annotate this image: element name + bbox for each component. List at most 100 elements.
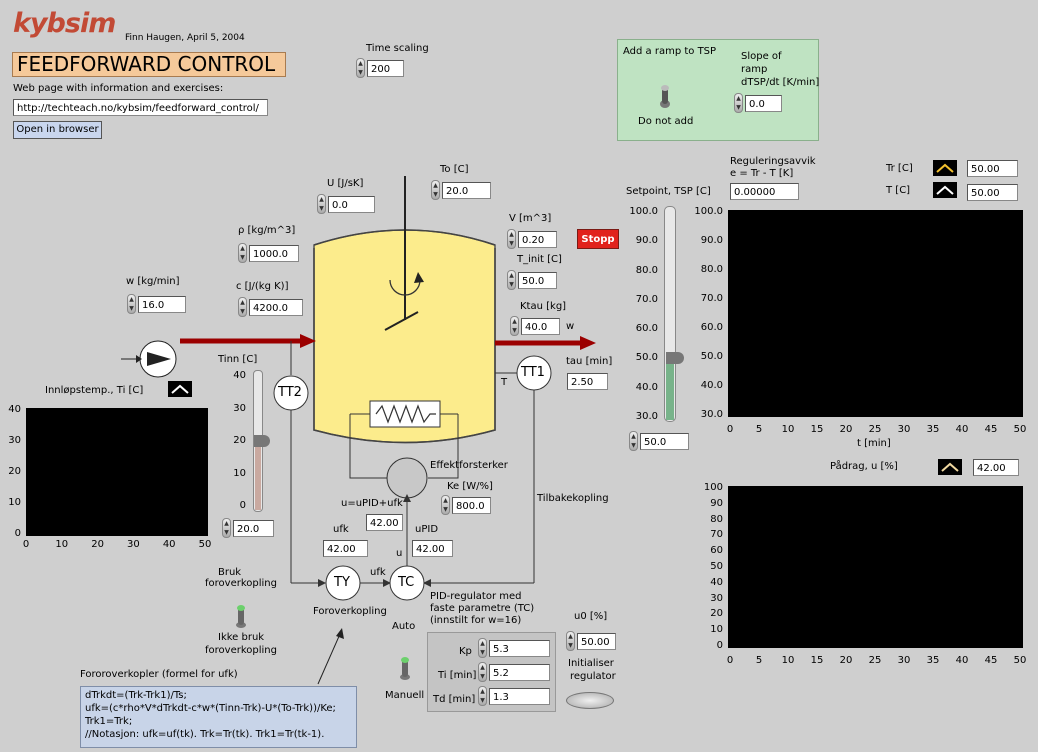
rho-spinner[interactable]: ▲▼ bbox=[238, 243, 247, 263]
x-tick-label: 10 bbox=[781, 655, 795, 666]
Kp-field[interactable]: 5.3 bbox=[489, 640, 550, 657]
u0-spinner[interactable]: ▲▼ bbox=[566, 631, 575, 651]
stop-button[interactable]: Stopp bbox=[577, 229, 619, 249]
tt1-label: TT1 bbox=[521, 365, 545, 380]
Tinn-field[interactable]: 20.0 bbox=[233, 520, 274, 537]
y-tick-label: 30.0 bbox=[635, 411, 658, 422]
y-tick-label: 80.0 bbox=[635, 264, 658, 276]
Ke-field[interactable]: 800.0 bbox=[452, 497, 491, 514]
Ti-spinner[interactable]: ▲▼ bbox=[478, 662, 487, 682]
effektforsterker-label: Effektforsterker bbox=[430, 460, 508, 471]
init-label-2: regulator bbox=[570, 671, 616, 682]
x-tick-label: 35 bbox=[926, 424, 940, 435]
V-spinner[interactable]: ▲▼ bbox=[507, 229, 516, 249]
slope-label-1: Slope of bbox=[741, 51, 782, 62]
ramp-switch-label: Do not add bbox=[638, 116, 694, 127]
time-scaling-field[interactable]: 200 bbox=[367, 60, 404, 77]
setpoint-slider-fill bbox=[666, 358, 674, 420]
y-tick-label: 10 bbox=[8, 497, 21, 508]
auto-manual-toggle-switch[interactable] bbox=[399, 655, 410, 680]
u-field: 42.00 bbox=[973, 459, 1019, 476]
y-tick-label: 40.0 bbox=[635, 381, 658, 393]
code-line: //Notasjon: ufk=uf(tk). Trk=Tr(tk). Trk1… bbox=[85, 729, 325, 740]
Tinit-spinner[interactable]: ▲▼ bbox=[507, 270, 516, 290]
ufk-field: 42.00 bbox=[323, 540, 368, 557]
ramp-toggle-switch[interactable] bbox=[659, 84, 670, 108]
y-tick-label: 50 bbox=[710, 561, 723, 572]
slope-spinner[interactable]: ▲▼ bbox=[734, 93, 743, 113]
y-tick-label: 40 bbox=[8, 404, 21, 415]
setpoint-slider-thumb[interactable] bbox=[666, 352, 684, 365]
U-field[interactable]: 0.0 bbox=[328, 196, 375, 213]
Td-field[interactable]: 1.3 bbox=[489, 688, 550, 705]
To-field[interactable]: 20.0 bbox=[442, 182, 491, 199]
feedforward-code-box[interactable]: dTrkdt=(Trk-Trk1)/Ts;ufk=(c*rho*V*dTrkdt… bbox=[80, 686, 357, 748]
Ke-spinner[interactable]: ▲▼ bbox=[441, 495, 450, 515]
temperature-chart-plot bbox=[728, 210, 1023, 417]
x-tick-label: 50 bbox=[1013, 655, 1027, 666]
open-in-browser-button[interactable]: Open in browser bbox=[13, 121, 102, 139]
Tr-field: 50.00 bbox=[967, 160, 1018, 177]
tau-field[interactable]: 2.50 bbox=[567, 373, 608, 390]
Ktau-label: Ktau [kg] bbox=[520, 301, 567, 312]
U-spinner[interactable]: ▲▼ bbox=[317, 194, 326, 214]
ramp-panel bbox=[617, 39, 819, 141]
x-tick-label: 40 bbox=[955, 655, 969, 666]
x-tick-label: 20 bbox=[91, 539, 104, 550]
x-tick-label: 15 bbox=[810, 424, 824, 435]
ikke-bruk-label-2: foroverkopling bbox=[205, 645, 277, 656]
y-tick-label: 40.0 bbox=[700, 380, 723, 391]
Ke-label: Ke [W/%] bbox=[447, 481, 493, 492]
uPID-label: uPID bbox=[415, 524, 439, 535]
V-field[interactable]: 0.20 bbox=[518, 231, 557, 248]
Tinit-field[interactable]: 50.0 bbox=[518, 272, 557, 289]
y-tick-label: 30 bbox=[710, 592, 723, 604]
w-field[interactable]: 16.0 bbox=[138, 296, 186, 313]
Kp-spinner[interactable]: ▲▼ bbox=[478, 638, 487, 658]
error-field: 0.00000 bbox=[730, 183, 799, 200]
x-tick-label: 20 bbox=[839, 655, 853, 666]
y-tick-label: 10 bbox=[233, 467, 246, 479]
To-spinner[interactable]: ▲▼ bbox=[431, 180, 440, 200]
Tinn-label: Tinn [C] bbox=[218, 354, 258, 365]
Ktau-spinner[interactable]: ▲▼ bbox=[510, 316, 519, 336]
x-tick-label: 45 bbox=[984, 655, 998, 666]
Td-label: Td [min] bbox=[433, 694, 476, 705]
url-field[interactable]: http://techteach.no/kybsim/feedforward_c… bbox=[13, 99, 268, 116]
Ti-field[interactable]: 5.2 bbox=[489, 664, 550, 681]
initialize-regulator-button[interactable] bbox=[566, 692, 614, 709]
uPID-field: 42.00 bbox=[412, 540, 453, 557]
Tr-label: Tr [C] bbox=[886, 163, 913, 174]
x-tick-label: 10 bbox=[55, 539, 69, 550]
x-tick-label: 35 bbox=[926, 655, 940, 666]
tt2-label: TT2 bbox=[278, 385, 302, 400]
u-formula-field: 42.00 bbox=[366, 514, 403, 531]
code-line: Trk1=Trk; bbox=[85, 716, 133, 727]
rho-field[interactable]: 1000.0 bbox=[249, 245, 299, 262]
u0-field[interactable]: 50.00 bbox=[577, 633, 616, 650]
Tinn-spinner[interactable]: ▲▼ bbox=[222, 518, 231, 538]
c-field[interactable]: 4200.0 bbox=[249, 299, 303, 316]
x-tick-label: 15 bbox=[810, 655, 824, 666]
y-tick-label: 60.0 bbox=[635, 323, 658, 335]
inlet-chart-plot bbox=[26, 408, 208, 536]
Ktau-field[interactable]: 40.0 bbox=[521, 318, 560, 335]
feedforward-toggle-switch[interactable] bbox=[235, 603, 246, 628]
u-formula-label: u=uPID+ufk bbox=[341, 498, 403, 509]
Td-spinner[interactable]: ▲▼ bbox=[478, 686, 487, 706]
time-scaling-spinner[interactable]: ▲▼ bbox=[356, 58, 365, 78]
setpoint-label: Setpoint, TSP [C] bbox=[626, 186, 711, 197]
tinn-slider-thumb[interactable] bbox=[254, 435, 270, 447]
setpoint-field[interactable]: 50.0 bbox=[640, 433, 689, 450]
kybsim-logo: kybsim bbox=[13, 8, 116, 39]
y-tick-label: 0 bbox=[239, 500, 246, 511]
x-tick-label: 5 bbox=[755, 655, 763, 666]
slope-field[interactable]: 0.0 bbox=[745, 95, 782, 112]
w-outlet-label: w bbox=[566, 321, 575, 332]
error-label-2: e = Tr - T [K] bbox=[730, 168, 794, 179]
setpoint-spinner[interactable]: ▲▼ bbox=[629, 431, 638, 451]
c-spinner[interactable]: ▲▼ bbox=[238, 297, 247, 317]
w-spinner[interactable]: ▲▼ bbox=[127, 294, 136, 314]
y-tick-label: 0 bbox=[14, 528, 21, 539]
